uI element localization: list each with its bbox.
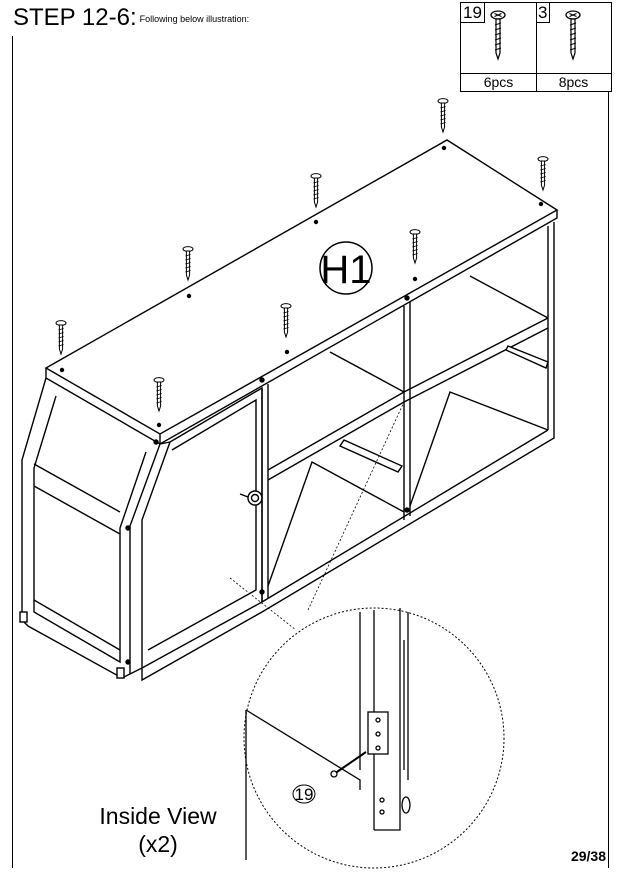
cabinet-body (19, 222, 555, 682)
panel-label-text: H1 (320, 248, 371, 292)
part-qty: 8pcs (536, 73, 611, 91)
part-cell-19: 19 6pcs (461, 3, 537, 91)
step-title: STEP 12-6:Following below illustration: (13, 4, 249, 33)
part-cell-3: 3 8pcs (536, 3, 611, 91)
inside-view-caption: Inside View (x2) (93, 802, 223, 858)
step-title-text: STEP 12-6: (13, 4, 137, 31)
inside-view-line1: Inside View (99, 803, 217, 829)
inside-view-line2: (x2) (138, 831, 178, 857)
page-number: 29/38 (570, 848, 606, 864)
wood-screw-icon (565, 10, 581, 61)
parts-box: 19 6pcs 3 8pcs (460, 2, 612, 92)
step-subtitle: Following below illustration: (139, 13, 250, 24)
detail-callout-number: 19 (295, 785, 314, 804)
page-frame (12, 36, 609, 868)
part-id: 19 (461, 3, 485, 23)
detail-view: 19 (229, 401, 505, 869)
wood-screw-icon (490, 10, 506, 61)
part-id: 3 (536, 3, 551, 23)
top-panel-h1 (44, 139, 559, 445)
part-qty: 6pcs (461, 73, 536, 91)
panel-label-h1: H1 (319, 241, 373, 295)
